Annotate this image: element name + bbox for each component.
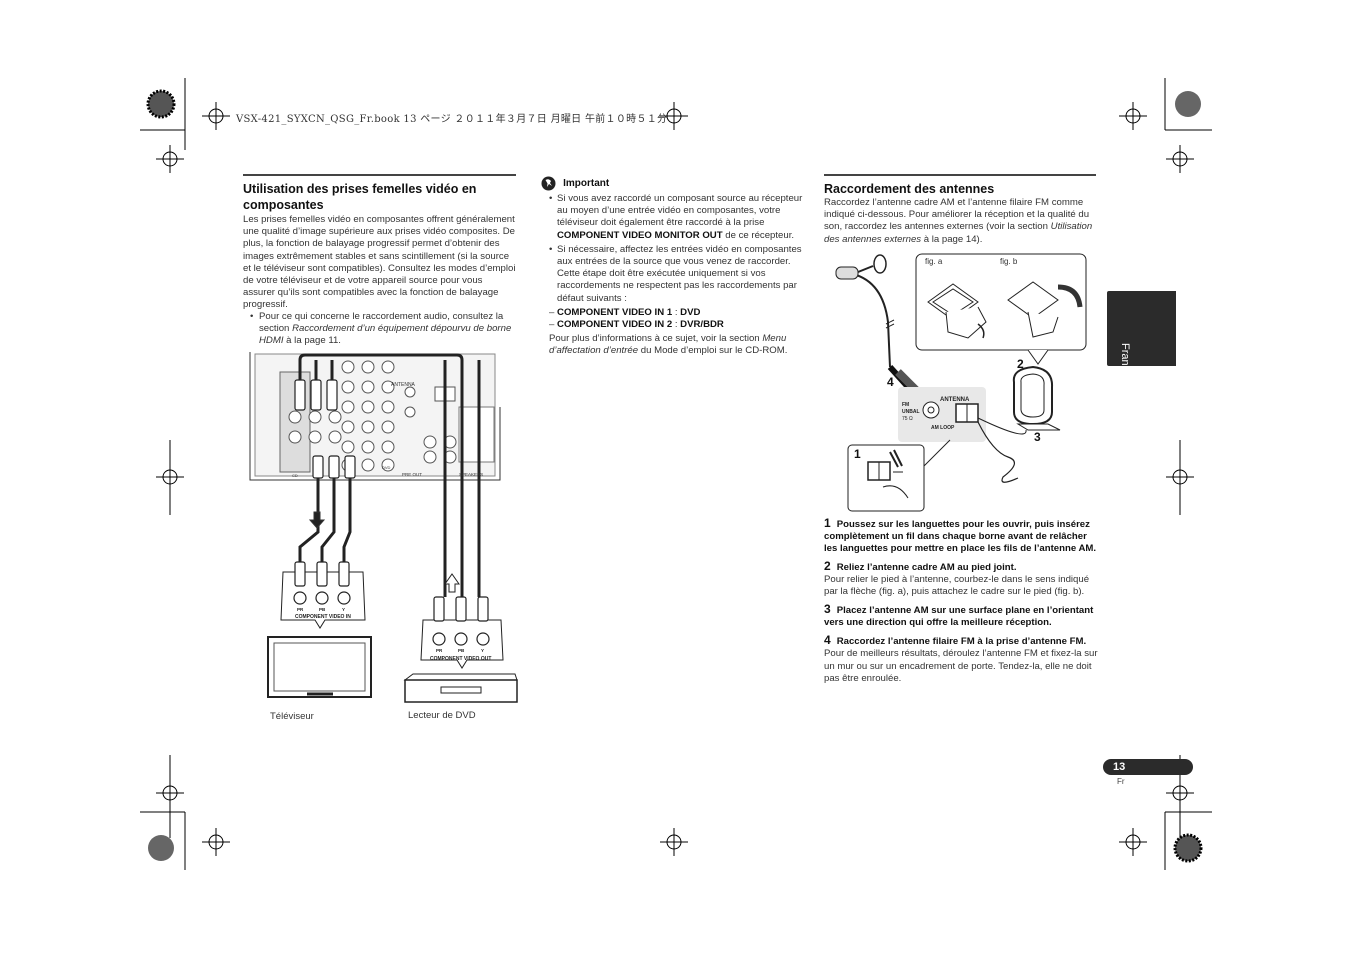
left-bullet-text-a: Pour ce qui concerne le raccordement aud…	[259, 311, 504, 335]
language-side-tab: Français	[1107, 291, 1176, 385]
right-intro-paragraph: Raccordez l’antenne cadre AM et l’antenn…	[824, 197, 1093, 245]
page-number-badge: 13	[1103, 759, 1193, 775]
diagram-unbal-label: UNBAL	[902, 409, 920, 415]
important-bullet-2: Si nécessaire, affectez les entrées vidé…	[549, 244, 807, 305]
left-title-line1: Utilisation des prises femelles vidéo en	[243, 182, 477, 196]
panel-antenna-label: ANTENNA	[391, 382, 416, 388]
right-section-rule	[824, 174, 1096, 176]
left-title-line2: composantes	[243, 198, 324, 212]
panel-dvd-label: DVD	[382, 465, 391, 470]
component-video-connection-diagram: ANTENNA PRE OUT SPEAKERS DVD CD PR PB Y …	[249, 352, 518, 703]
diagram-ohm-label: 75 Ω	[902, 416, 913, 422]
default-mapping-2: – COMPONENT VIDEO IN 2 : DVR/BDR	[549, 319, 724, 331]
dvd-jack-pb: PB	[458, 648, 465, 653]
left-intro-paragraph: Les prises femelles vidéo en composantes…	[243, 214, 516, 311]
language-tab-label: Français	[1119, 343, 1131, 386]
left-section-rule	[243, 174, 516, 176]
default-mapping-1: – COMPONENT VIDEO IN 1 : DVD	[549, 306, 701, 318]
diagram-fm-label: FM	[902, 402, 909, 408]
left-bullet-text-b: à la page 11.	[283, 335, 341, 347]
dvd-jack-y: Y	[481, 648, 484, 653]
dvd-caption: Lecteur de DVD	[408, 710, 476, 721]
fig-a-label: fig. a	[925, 257, 943, 266]
left-section-title: Utilisation des prises femelles vidéo en…	[243, 181, 516, 213]
tv-caption: Téléviseur	[270, 711, 314, 722]
tv-jack-y: Y	[342, 607, 345, 612]
diagram-antenna-label: ANTENNA	[940, 397, 970, 403]
callout-1: 1	[854, 447, 861, 461]
tv-jack-pb: PB	[319, 607, 326, 612]
right-section-title: Raccordement des antennes	[824, 182, 995, 196]
component-video-monitor-out: COMPONENT VIDEO MONITOR OUT	[557, 229, 723, 241]
important-label: Important	[563, 178, 610, 189]
dvd-jacks-label: COMPONENT VIDEO OUT	[430, 656, 491, 662]
panel-preout-label: PRE OUT	[402, 472, 422, 477]
important-notes: Si vous avez raccordé un composant sourc…	[549, 193, 807, 358]
callout-2: 2	[1017, 357, 1024, 371]
important-bullet-1: Si vous avez raccordé un composant sourc…	[549, 193, 807, 242]
callout-4: 4	[887, 375, 894, 389]
panel-speakers-label: SPEAKERS	[459, 472, 483, 477]
file-header-line: VSX-421_SYXCN_QSG_Fr.book 13 ページ ２０１１年３月…	[236, 114, 668, 125]
tv-jacks-label: COMPONENT VIDEO IN	[295, 614, 351, 620]
callout-3: 3	[1034, 430, 1041, 444]
panel-cd-label: CD	[292, 473, 298, 478]
diagram-amloop-label: AM LOOP	[931, 425, 955, 431]
left-bullet: •Pour ce qui concerne le raccordement au…	[250, 311, 512, 347]
important-heading: Important	[541, 173, 610, 191]
antenna-connection-diagram: fig. a fig. b ANTENNA FM UNBAL 75 Ω AM L…	[835, 253, 1087, 512]
fig-b-label: fig. b	[1000, 257, 1018, 266]
page-language-code: Fr	[1117, 777, 1125, 786]
important-icon	[541, 176, 556, 191]
left-bullet-link: Raccordement d’un équipement dépourvu de…	[259, 323, 512, 347]
tv-jack-pr: PR	[297, 607, 304, 612]
dvd-jack-pr: PR	[436, 648, 443, 653]
more-info-note: Pour plus d’informations à ce sujet, voi…	[549, 333, 788, 357]
